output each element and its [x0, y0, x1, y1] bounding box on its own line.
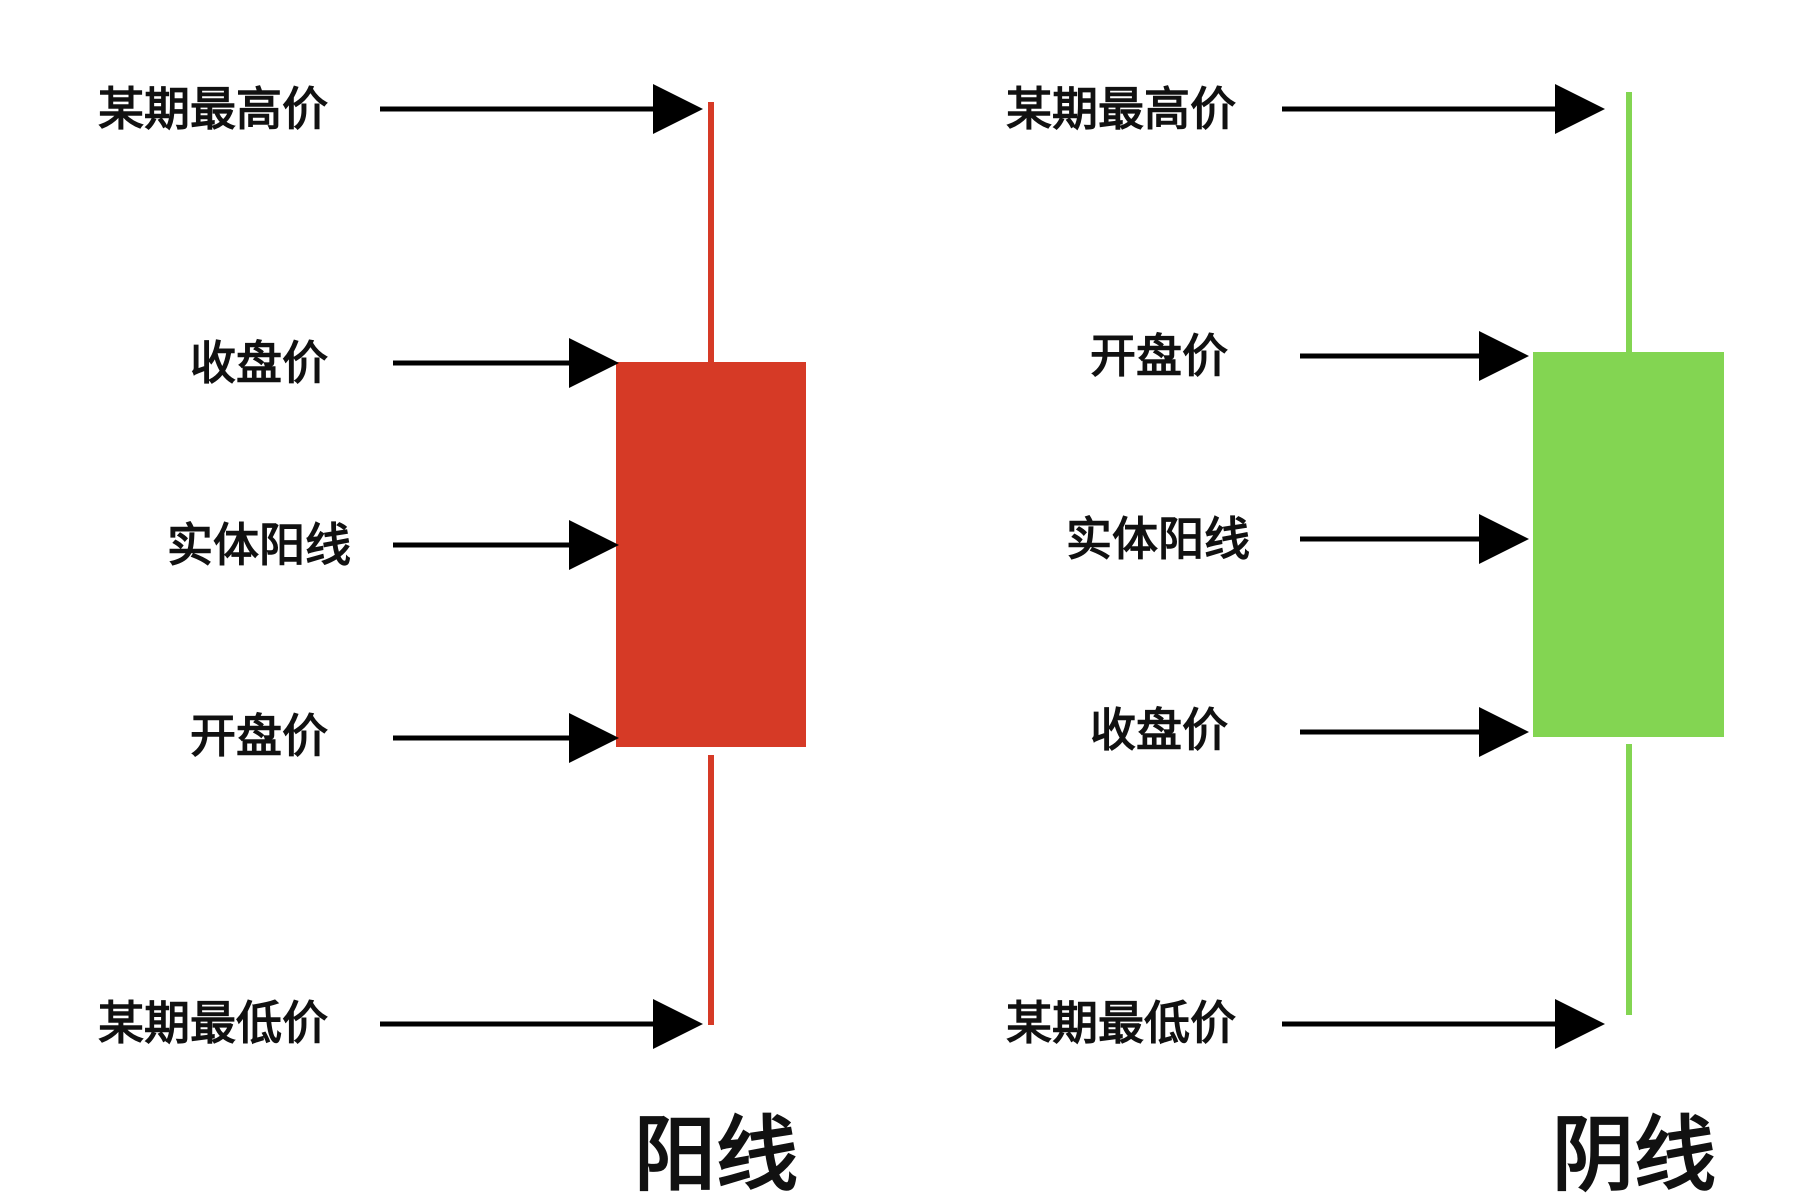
label-bearish-high: 某期最高价 [1006, 82, 1236, 136]
label-bullish-low: 某期最低价 [98, 996, 328, 1050]
bearish-arrows [1282, 84, 1605, 1049]
label-bullish-high: 某期最高价 [98, 82, 328, 136]
label-bearish-close: 收盘价 [1090, 703, 1228, 757]
bullish-body [616, 362, 806, 747]
label-bullish-body: 实体阳线 [167, 518, 351, 572]
title-bearish: 阴线 [1552, 1108, 1717, 1203]
bullish-candle [616, 102, 806, 1025]
bullish-arrows [380, 84, 703, 1049]
bearish-candle [1533, 92, 1724, 1015]
label-bullish-open: 开盘价 [190, 709, 328, 763]
bearish-body [1533, 352, 1724, 737]
label-bearish-body: 实体阳线 [1066, 512, 1250, 566]
label-bullish-close: 收盘价 [190, 336, 328, 390]
title-bullish: 阳线 [634, 1108, 799, 1203]
label-bearish-open: 开盘价 [1090, 329, 1228, 383]
label-bearish-low: 某期最低价 [1006, 996, 1236, 1050]
